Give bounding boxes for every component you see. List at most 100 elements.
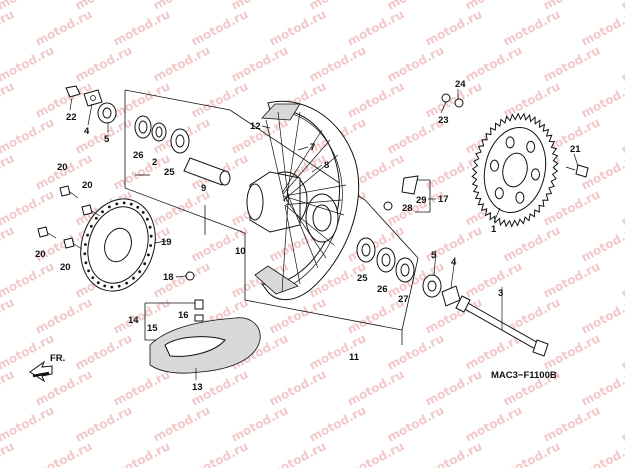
watermark-text: motod.ru (619, 115, 625, 157)
watermark-text: motod.ru (73, 403, 135, 445)
callout-4-left: 4 (84, 126, 90, 137)
disc-hole (108, 206, 111, 209)
disc-hole (115, 203, 118, 206)
disc-hole (91, 276, 94, 279)
direction-label: FR. (50, 353, 65, 364)
watermark-text: motod.ru (267, 295, 329, 337)
watermark-text: motod.ru (33, 295, 95, 337)
callout-11: 11 (349, 352, 360, 363)
disc-hole (97, 281, 100, 284)
callout-14: 14 (128, 315, 139, 326)
watermark-text: motod.ru (151, 43, 213, 85)
watermark-text: motod.ru (463, 403, 525, 445)
disc-hole (149, 226, 152, 229)
disc-hole (136, 206, 139, 209)
callout-19: 19 (161, 237, 172, 248)
watermark-text: motod.ru (111, 367, 173, 409)
watermark-text: motod.ru (579, 367, 625, 409)
callout-12: 12 (250, 121, 261, 132)
watermark-text: motod.ru (423, 7, 485, 49)
watermark-text: motod.ru (0, 403, 56, 445)
disc-hole (143, 262, 146, 265)
watermark-text: motod.ru (0, 115, 56, 157)
callout-1: 1 (491, 224, 497, 235)
disc-hole (142, 211, 145, 214)
watermark-text: motod.ru (541, 403, 603, 445)
rear-sprocket (472, 114, 558, 227)
watermark-text: motod.ru (501, 7, 563, 49)
watermark-text: motod.ru (73, 43, 135, 85)
watermark-text: motod.ru (0, 79, 16, 121)
disc-hole (138, 270, 141, 273)
watermark-text: motod.ru (345, 367, 407, 409)
sprocket-hole (516, 192, 524, 203)
disc-hole (146, 218, 149, 221)
watermark-text: motod.ru (189, 7, 251, 49)
disc-hole (123, 202, 126, 205)
disc-hole (83, 252, 86, 255)
watermark-text: motod.ru (0, 259, 56, 301)
callout-9: 9 (201, 183, 206, 194)
watermark-text: motod.ru (151, 403, 213, 445)
watermark-text: motod.ru (307, 43, 369, 85)
watermark-text: motod.ru (385, 43, 447, 85)
disc-hole (150, 235, 153, 238)
callout-8: 8 (324, 160, 329, 171)
disc-hole (87, 269, 90, 272)
callout-5-left: 5 (104, 134, 110, 145)
disc-hole (125, 282, 128, 285)
watermark-text: motod.ru (619, 331, 625, 373)
watermark-text: motod.ru (0, 187, 56, 229)
disc-hole (101, 210, 104, 213)
callout-3: 3 (498, 288, 503, 299)
callout-26-lower: 26 (377, 284, 388, 295)
callout-15: 15 (147, 323, 158, 334)
callout-18: 18 (163, 272, 174, 283)
callout-13: 13 (192, 382, 203, 393)
watermark-text: motod.ru (619, 403, 625, 445)
sprocket-hole (495, 188, 503, 199)
disc-hole (130, 203, 133, 206)
disc-hole (103, 285, 106, 288)
callout-16: 16 (178, 310, 189, 321)
disc-hole (132, 277, 135, 280)
watermark-text: motod.ru (345, 439, 407, 468)
diagram-code: MAC3−F1100B (491, 370, 557, 381)
callout-20-a: 20 (57, 162, 68, 173)
callout-25-lower: 25 (357, 273, 368, 284)
watermark-text: motod.ru (0, 7, 16, 49)
watermark-text: motod.ru (0, 439, 16, 468)
disc-hole (86, 234, 89, 237)
sprocket-hole (532, 169, 540, 180)
watermark-text: motod.ru (73, 331, 135, 373)
watermark-text: motod.ru (385, 331, 447, 373)
watermark-text: motod.ru (229, 43, 291, 85)
callout-23: 23 (438, 115, 449, 126)
watermark-text: motod.ru (619, 259, 625, 301)
watermark-text: motod.ru (267, 7, 329, 49)
callout-7: 7 (310, 142, 315, 153)
watermark-text: motod.ru (463, 259, 525, 301)
watermark-text: motod.ru (541, 43, 603, 85)
watermark-text: motod.ru (463, 43, 525, 85)
watermark-text: motod.ru (111, 7, 173, 49)
watermark-text: motod.ru (541, 331, 603, 373)
watermark-text: motod.ru (111, 295, 173, 337)
watermark-text: motod.ru (33, 79, 95, 121)
watermark-text: motod.ru (579, 439, 625, 468)
sprocket-hole (527, 141, 535, 152)
watermark-text: motod.ru (619, 0, 625, 13)
callout-20-d: 20 (60, 262, 71, 273)
sprocket-hole (491, 160, 499, 171)
disc-hole (149, 244, 152, 247)
watermark-text: motod.ru (307, 331, 369, 373)
callout-2: 2 (152, 157, 157, 168)
disc-hole (110, 286, 113, 289)
sprocket-hole (506, 137, 514, 148)
callout-26-upper: 26 (133, 150, 144, 161)
watermark-text: motod.ru (111, 439, 173, 468)
watermark-text: motod.ru (345, 79, 407, 121)
callout-20-b: 20 (82, 180, 93, 191)
watermark-text: motod.ru (189, 79, 251, 121)
disc-hole (118, 285, 121, 288)
